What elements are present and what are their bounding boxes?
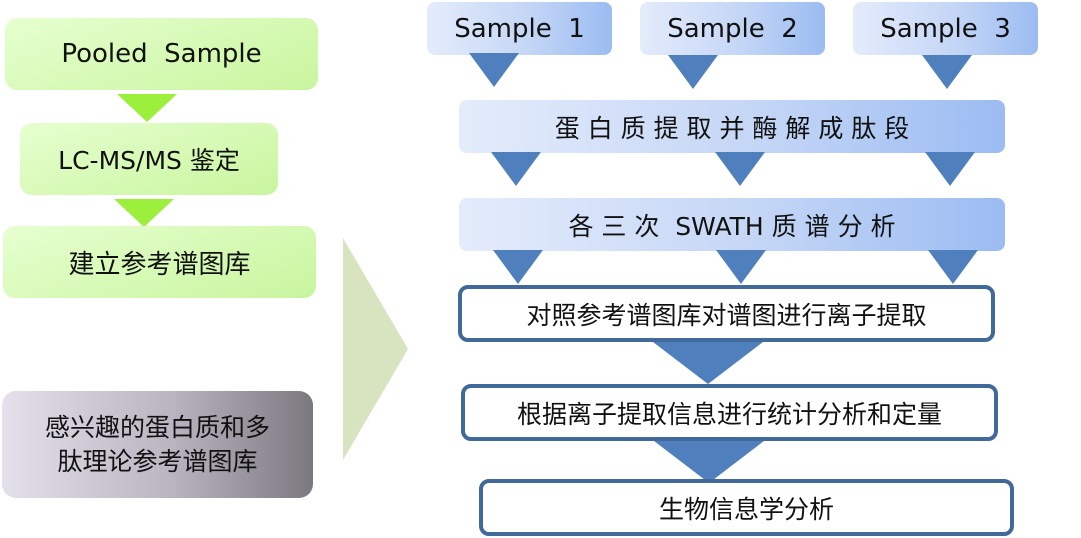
lcms-identify-label: LC-MS/MS 鉴定 — [58, 146, 240, 175]
arrow-down-icon — [928, 250, 978, 284]
ion-extraction-box: 对照参考谱图库对谱图进行离子提取 — [458, 285, 995, 342]
sample-2-box: Sample 2 — [640, 2, 825, 55]
arrow-down-icon — [117, 94, 177, 122]
sample-2-label: Sample 2 — [667, 13, 798, 44]
sample-1-label: Sample 1 — [454, 13, 585, 44]
theoretical-library-line1: 感兴趣的蛋白质和多 — [44, 412, 270, 442]
swath-analysis-box: 各 三 次 SWATH 质 谱 分 析 — [459, 198, 1005, 251]
sample-3-label: Sample 3 — [880, 13, 1011, 44]
statistics-quant-box: 根据离子提取信息进行统计分析和定量 — [461, 384, 998, 441]
sample-3-box: Sample 3 — [853, 2, 1038, 55]
sample-1-box: Sample 1 — [427, 2, 612, 55]
merge-arrow-icon — [343, 238, 408, 460]
bioinformatics-box: 生物信息学分析 — [479, 479, 1014, 536]
ion-extraction-label: 对照参考谱图库对谱图进行离子提取 — [526, 300, 927, 330]
pooled-sample-label: Pooled Sample — [61, 39, 262, 69]
arrow-down-icon — [469, 53, 519, 87]
theoretical-library-box: 感兴趣的蛋白质和多 肽理论参考谱图库 — [2, 391, 313, 498]
arrow-down-icon — [493, 250, 543, 284]
arrow-down-icon — [716, 250, 766, 284]
statistics-quant-label: 根据离子提取信息进行统计分析和定量 — [516, 399, 942, 429]
arrow-down-icon — [922, 55, 972, 89]
arrow-down-icon — [715, 152, 765, 186]
build-library-label: 建立参考谱图库 — [68, 249, 251, 280]
lcms-identify-box: LC-MS/MS 鉴定 — [20, 123, 278, 195]
protein-extraction-label: 蛋 白 质 提 取 并 酶 解 成 肽 段 — [554, 113, 910, 143]
build-library-box: 建立参考谱图库 — [3, 226, 316, 298]
arrow-down-icon — [925, 152, 975, 186]
protein-extraction-box: 蛋 白 质 提 取 并 酶 解 成 肽 段 — [459, 100, 1005, 153]
pooled-sample-box: Pooled Sample — [5, 18, 318, 90]
arrow-down-icon — [654, 441, 764, 483]
arrow-down-icon — [668, 55, 718, 89]
swath-analysis-label: 各 三 次 SWATH 质 谱 分 析 — [568, 211, 896, 241]
arrow-down-icon — [114, 199, 174, 227]
arrow-down-icon — [653, 342, 763, 384]
bioinformatics-label: 生物信息学分析 — [658, 494, 834, 524]
arrow-down-icon — [491, 152, 541, 186]
theoretical-library-line2: 肽理论参考谱图库 — [57, 446, 258, 476]
